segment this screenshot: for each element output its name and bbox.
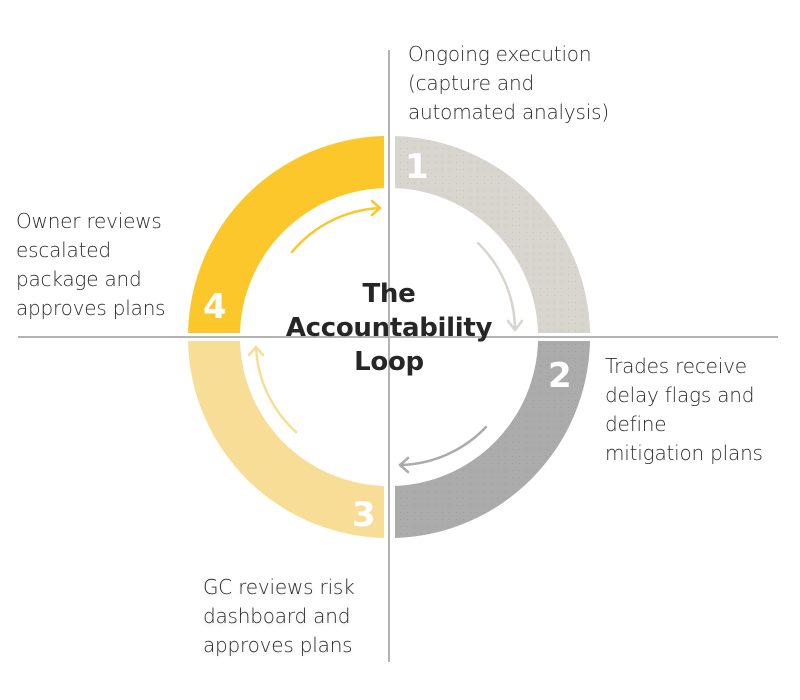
step-4-line: package and: [16, 267, 142, 291]
segment-3: 3: [188, 341, 384, 538]
segment-number-3: 3: [352, 495, 376, 535]
step-4-line: approves plans: [16, 296, 166, 320]
clockwise-arrow-bottom-right-icon: [398, 425, 488, 474]
clockwise-arrow-top-left-icon: [290, 199, 382, 254]
title-line-2: Accountability: [285, 313, 493, 343]
title-line-1: The: [362, 279, 416, 309]
segment-number-4: 4: [203, 287, 227, 327]
clockwise-arrow-bottom-left-icon: [247, 345, 298, 434]
step-2-line: define: [605, 412, 667, 436]
segment-2: 2: [395, 341, 590, 538]
step-3-line: approves plans: [203, 633, 353, 657]
segment-4: 4: [188, 136, 384, 333]
step-4-label: Owner reviews escalated package and appr…: [16, 207, 166, 323]
step-2-label: Trades receive delay flags and define mi…: [605, 352, 763, 468]
step-1-line: automated analysis): [408, 100, 609, 124]
step-1-line: Ongoing execution: [408, 42, 592, 66]
step-2-line: Trades receive: [605, 354, 747, 378]
step-3-label: GC reviews risk dashboard and approves p…: [203, 573, 355, 660]
segment-number-1: 1: [405, 147, 429, 187]
step-1-label: Ongoing execution (capture and automated…: [408, 40, 609, 127]
title-line-3: Loop: [354, 347, 424, 377]
diagram-title: The Accountability Loop: [239, 277, 539, 379]
step-4-line: escalated: [16, 238, 111, 262]
step-1-line: (capture and: [408, 71, 534, 95]
step-3-line: dashboard and: [203, 604, 351, 628]
segment-1: 1: [395, 136, 590, 333]
step-2-line: mitigation plans: [605, 441, 763, 465]
segment-number-2: 2: [548, 356, 572, 396]
step-2-line: delay flags and: [605, 383, 755, 407]
step-4-line: Owner reviews: [16, 209, 162, 233]
step-3-line: GC reviews risk: [203, 575, 355, 599]
clockwise-arrow-top-right-icon: [476, 241, 524, 332]
